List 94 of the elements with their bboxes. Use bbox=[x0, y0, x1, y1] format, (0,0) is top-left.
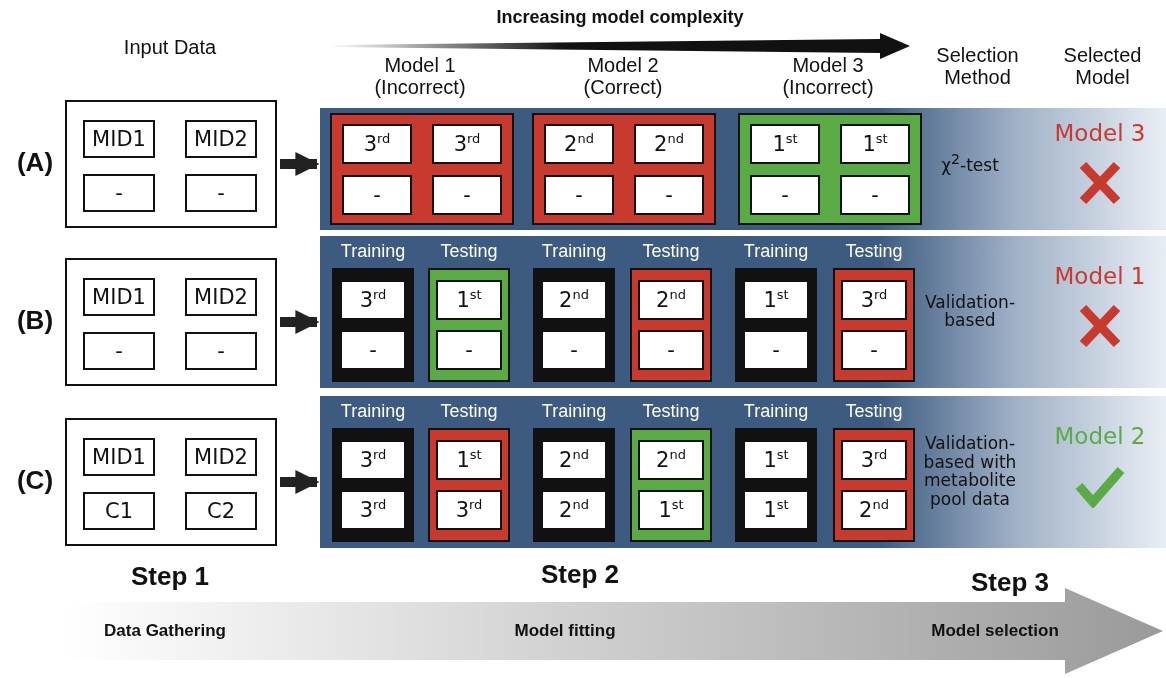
selected-model-text: Model 2 bbox=[1053, 424, 1147, 450]
panel-heading: Training bbox=[742, 402, 810, 422]
rank-box: 3$^{rd}$ bbox=[342, 124, 412, 164]
data-entry-box: - bbox=[83, 332, 155, 370]
column-heading: Selected Model bbox=[1062, 44, 1143, 88]
rank-box: 2$^{nd}$ bbox=[634, 124, 704, 164]
data-entry-box: - bbox=[83, 174, 155, 212]
rank-box: 3$^{rd}$ bbox=[841, 440, 907, 480]
rank-box: - bbox=[634, 175, 704, 215]
rank-box: 1$^{st}$ bbox=[638, 490, 704, 530]
panel-heading: Testing bbox=[439, 402, 499, 422]
model-row-band bbox=[320, 108, 1166, 230]
rank-box: 3$^{rd}$ bbox=[340, 440, 406, 480]
arrow-caption: Increasing model complexity bbox=[495, 8, 745, 28]
rank-box: 3$^{rd}$ bbox=[432, 124, 502, 164]
selection-method-text: Validation-based bbox=[923, 292, 1017, 330]
panel-heading: Testing bbox=[439, 242, 499, 262]
data-entry-box: MID1 bbox=[83, 438, 155, 476]
row-label: (A) bbox=[15, 148, 55, 177]
selection-method-text: Validation-based with metabolite pool data bbox=[922, 434, 1018, 509]
rank-box: - bbox=[841, 330, 907, 370]
stage-text: Data Gathering bbox=[103, 622, 227, 641]
column-heading: Selection Method bbox=[935, 44, 1020, 88]
selected-model-text: Model 3 bbox=[1053, 121, 1147, 147]
rank-box: 1$^{st}$ bbox=[743, 490, 809, 530]
column-heading: Input Data bbox=[122, 36, 218, 58]
panel-heading: Testing bbox=[844, 402, 904, 422]
rank-box: - bbox=[541, 330, 607, 370]
model-panel bbox=[330, 113, 514, 225]
column-heading: Model 3 (Incorrect) bbox=[781, 54, 875, 98]
rank-box: 1$^{st}$ bbox=[436, 280, 502, 320]
panel-heading: Training bbox=[339, 242, 407, 262]
rank-box: - bbox=[340, 330, 406, 370]
rank-box: 2$^{nd}$ bbox=[638, 280, 704, 320]
row-label: (C) bbox=[15, 466, 55, 495]
rank-box: - bbox=[436, 330, 502, 370]
stage-text: Model fitting bbox=[513, 622, 617, 641]
stage-text: Model selection bbox=[930, 622, 1060, 641]
rank-box: 2$^{nd}$ bbox=[841, 490, 907, 530]
model-panel bbox=[532, 113, 716, 225]
selection-method-text: χ$^{2}$-test bbox=[940, 152, 1000, 175]
rank-box: - bbox=[750, 175, 820, 215]
rank-box: - bbox=[840, 175, 910, 215]
model-row-band bbox=[320, 236, 1166, 388]
model-panel bbox=[738, 113, 922, 225]
panel-heading: Training bbox=[339, 402, 407, 422]
step-label: Step 1 bbox=[130, 562, 210, 591]
rank-box: 3$^{rd}$ bbox=[436, 490, 502, 530]
rank-box: - bbox=[432, 175, 502, 215]
panel-heading: Testing bbox=[844, 242, 904, 262]
input-data-panel bbox=[65, 100, 277, 228]
step-label: Step 2 bbox=[540, 560, 620, 589]
panel-heading: Training bbox=[540, 402, 608, 422]
data-entry-box: MID1 bbox=[83, 120, 155, 158]
selected-model-text: Model 1 bbox=[1053, 264, 1147, 290]
rank-box: 2$^{nd}$ bbox=[544, 124, 614, 164]
arrow bbox=[280, 470, 320, 494]
panel-heading: Testing bbox=[641, 242, 701, 262]
data-entry-box: MID2 bbox=[185, 278, 257, 316]
rank-box: 2$^{nd}$ bbox=[541, 440, 607, 480]
rank-box: - bbox=[743, 330, 809, 370]
input-data-panel bbox=[65, 258, 277, 386]
arrow bbox=[280, 152, 320, 176]
data-entry-box: MID1 bbox=[83, 278, 155, 316]
panel-heading: Training bbox=[540, 242, 608, 262]
rank-box: 3$^{rd}$ bbox=[340, 280, 406, 320]
rank-box: - bbox=[544, 175, 614, 215]
input-data-panel bbox=[65, 418, 277, 546]
data-entry-box: C1 bbox=[83, 492, 155, 530]
rank-box: 3$^{rd}$ bbox=[841, 280, 907, 320]
rank-box: 2$^{nd}$ bbox=[638, 440, 704, 480]
row-label: (B) bbox=[15, 306, 55, 335]
data-entry-box: - bbox=[185, 174, 257, 212]
data-entry-box: MID2 bbox=[185, 120, 257, 158]
rank-box: - bbox=[638, 330, 704, 370]
model-row-band bbox=[320, 396, 1166, 548]
arrow bbox=[280, 310, 320, 334]
panel-heading: Testing bbox=[641, 402, 701, 422]
rank-box: 1$^{st}$ bbox=[840, 124, 910, 164]
rank-box: 1$^{st}$ bbox=[743, 280, 809, 320]
data-entry-box: - bbox=[185, 332, 257, 370]
rank-box: 3$^{rd}$ bbox=[340, 490, 406, 530]
data-entry-box: C2 bbox=[185, 492, 257, 530]
rank-box: 1$^{st}$ bbox=[436, 440, 502, 480]
column-heading: Model 2 (Correct) bbox=[582, 54, 664, 98]
rank-box: 1$^{st}$ bbox=[743, 440, 809, 480]
rank-box: 1$^{st}$ bbox=[750, 124, 820, 164]
panel-heading: Training bbox=[742, 242, 810, 262]
column-heading: Model 1 (Incorrect) bbox=[373, 54, 467, 98]
rank-box: 2$^{nd}$ bbox=[541, 280, 607, 320]
data-entry-box: MID2 bbox=[185, 438, 257, 476]
step-label: Step 3 bbox=[970, 568, 1050, 597]
rank-box: - bbox=[342, 175, 412, 215]
rank-box: 2$^{nd}$ bbox=[541, 490, 607, 530]
